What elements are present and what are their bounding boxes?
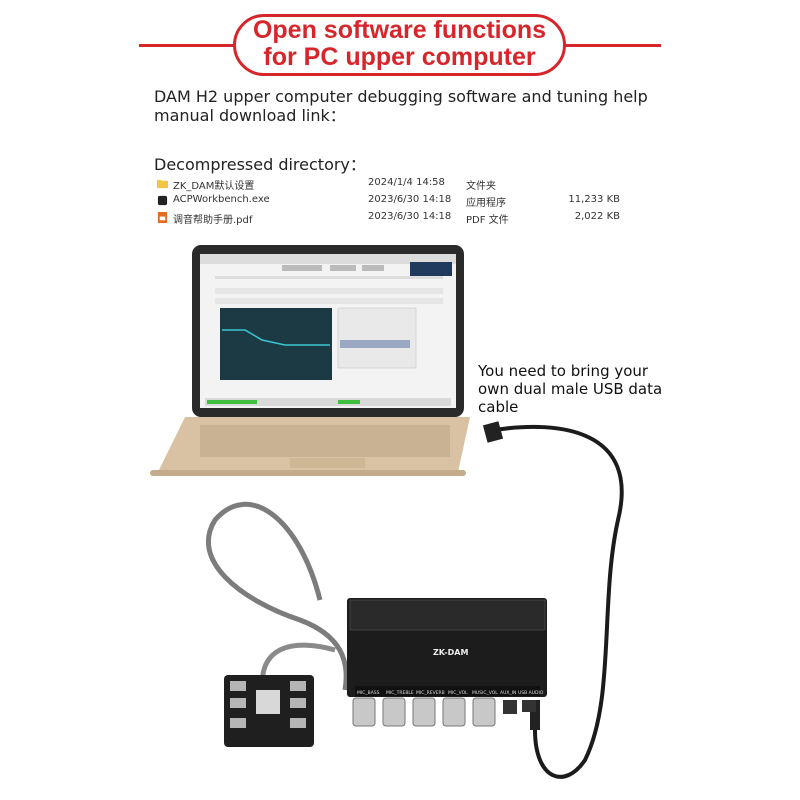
file-date: 2023/6/30 14:18 (368, 211, 452, 222)
svg-text:MIC_TREBLE: MIC_TREBLE (386, 690, 414, 696)
file-row[interactable]: 调音帮助手册.pdf 2023/6/30 14:18 PDF 文件 2,022 … (155, 210, 635, 227)
folder-icon (157, 179, 168, 189)
banner-line-1: Open software functions (252, 16, 547, 44)
svg-text:MIC_BASS: MIC_BASS (357, 690, 380, 696)
usb-cable-note: You need to bring your own dual male USB… (478, 362, 663, 416)
zk-dam-board: ZK-DAM MIC_BASS MIC_TREBLE MIC_REVERB MI… (347, 598, 547, 727)
file-row[interactable]: ACPWorkbench.exe 2023/6/30 14:18 应用程序 11… (155, 193, 635, 210)
svg-text:AUX_IN: AUX_IN (500, 690, 516, 696)
file-type: PDF 文件 (466, 215, 509, 226)
file-name: ZK_DAM默认设置 (173, 181, 255, 192)
banner-pill (233, 14, 566, 76)
pdf-icon (157, 212, 168, 223)
board-name: ZK-DAM (433, 648, 468, 657)
file-name: ACPWorkbench.exe (173, 194, 270, 205)
file-name: 调音帮助手册.pdf (173, 215, 253, 226)
banner-line-2: for PC upper computer (263, 43, 536, 71)
app-icon (157, 195, 168, 206)
file-size: 11,233 KB (568, 194, 620, 205)
directory-title: Decompressed directory： (154, 155, 366, 174)
svg-text:MIC_VOL: MIC_VOL (448, 690, 468, 696)
banner-line-left (139, 44, 237, 47)
usb-plug-laptop (482, 421, 504, 443)
laptop (150, 245, 470, 476)
file-size: 2,022 KB (574, 211, 620, 222)
jack-module (224, 675, 314, 747)
file-row[interactable]: ZK_DAM默认设置 2024/1/4 14:58 文件夹 (155, 176, 635, 193)
usb-plug-board (530, 700, 540, 730)
usb-cable (494, 424, 624, 779)
file-date: 2023/6/30 14:18 (368, 194, 452, 205)
svg-text:USB AUDIO: USB AUDIO (518, 690, 544, 696)
svg-text:MIC_REVERB: MIC_REVERB (416, 690, 445, 696)
intro-text: DAM H2 upper computer debugging software… (154, 87, 648, 125)
file-date: 2024/1/4 14:58 (368, 177, 445, 188)
file-type: 文件夹 (466, 181, 496, 192)
banner-line-right (562, 44, 661, 47)
banner-title: Open software functions for PC upper com… (233, 17, 566, 71)
svg-text:MUSIC_VOL: MUSIC_VOL (472, 690, 498, 696)
audio-cable (206, 501, 349, 691)
file-type: 应用程序 (466, 198, 506, 209)
title-banner: Open software functions for PC upper com… (0, 0, 800, 80)
